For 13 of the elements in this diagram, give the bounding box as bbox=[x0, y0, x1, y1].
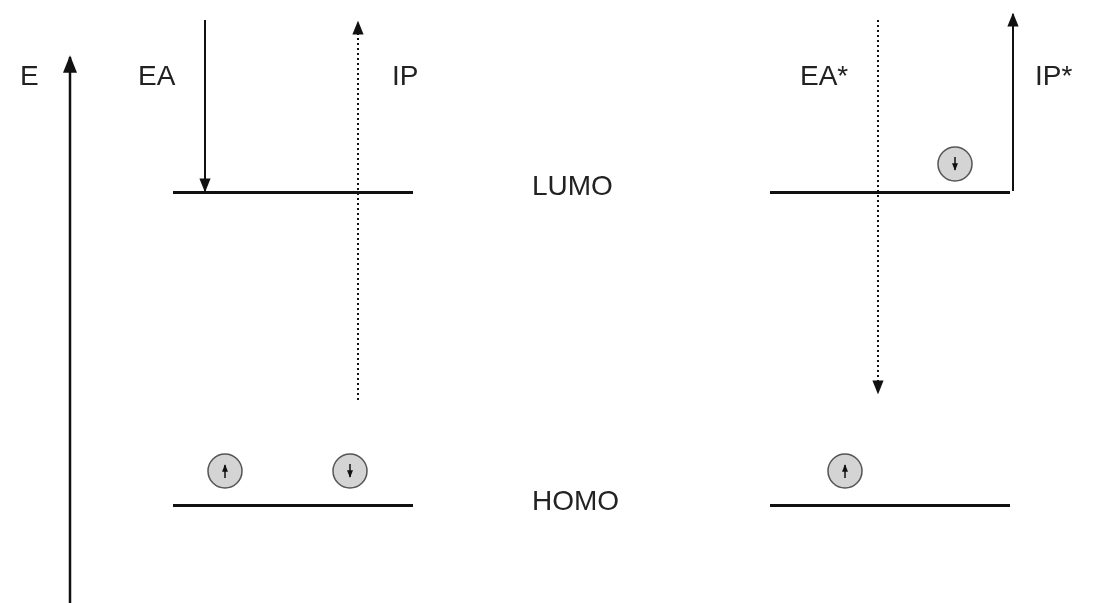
text-label: EA* bbox=[800, 60, 849, 92]
energy-level-line bbox=[770, 504, 1010, 507]
energy-level-line bbox=[770, 191, 1010, 194]
text-label: HOMO bbox=[532, 485, 620, 517]
energy-level-line bbox=[173, 504, 413, 507]
arrow bbox=[199, 19, 211, 193]
edge-label: IP* bbox=[1035, 60, 1073, 92]
text-label: IP bbox=[392, 60, 419, 92]
arrow bbox=[1007, 12, 1019, 192]
text-label: LUMO bbox=[532, 170, 613, 202]
text-label: E bbox=[20, 60, 39, 92]
edge-label: EA bbox=[138, 60, 176, 92]
energy-level-line bbox=[173, 191, 413, 194]
